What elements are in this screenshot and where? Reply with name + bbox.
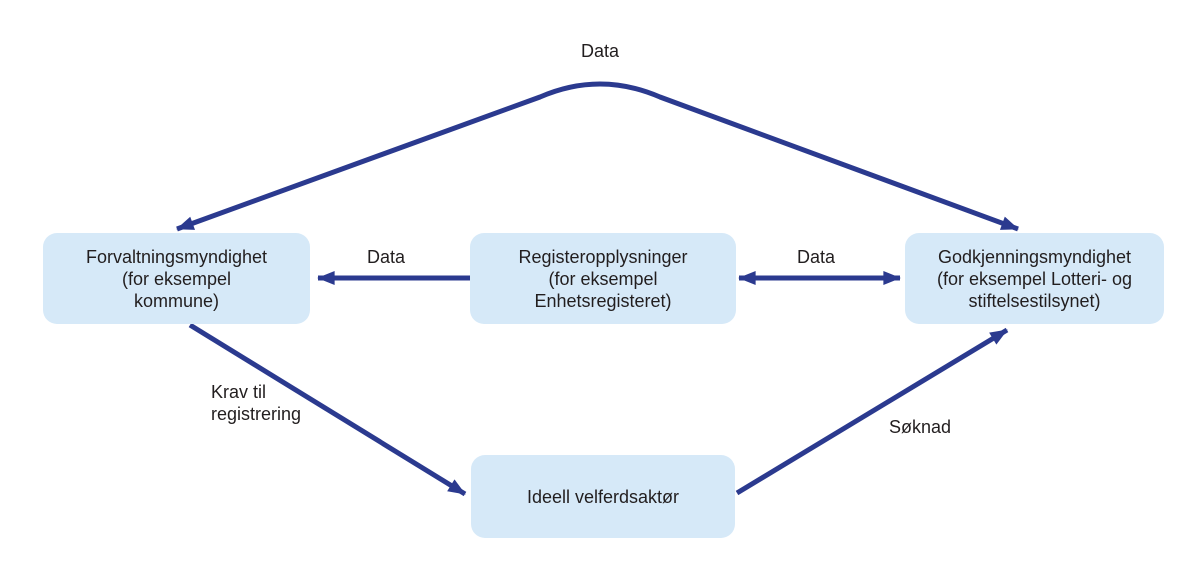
arrow-soknad bbox=[735, 327, 1009, 496]
edge-label-data-top: Data bbox=[580, 41, 620, 61]
edge-label-data-right: Data bbox=[796, 247, 836, 267]
node-ideell-velferdsaktor: Ideell velferdsaktør bbox=[471, 455, 735, 538]
node-godkjenningsmyndighet: Godkjenningsmyndighet (for eksempel Lott… bbox=[905, 233, 1164, 324]
edge-label-data-left: Data bbox=[366, 247, 406, 267]
node-registeropplysninger: Registeropplysninger (for eksempel Enhet… bbox=[470, 233, 736, 324]
edge-label-soknad: Søknad bbox=[888, 417, 952, 437]
node-forvaltningsmyndighet: Forvaltningsmyndighet (for eksempel komm… bbox=[43, 233, 310, 324]
edge-label-krav-til-registrering: Krav til registrering bbox=[211, 382, 302, 424]
arrow-data-top bbox=[176, 81, 1019, 232]
